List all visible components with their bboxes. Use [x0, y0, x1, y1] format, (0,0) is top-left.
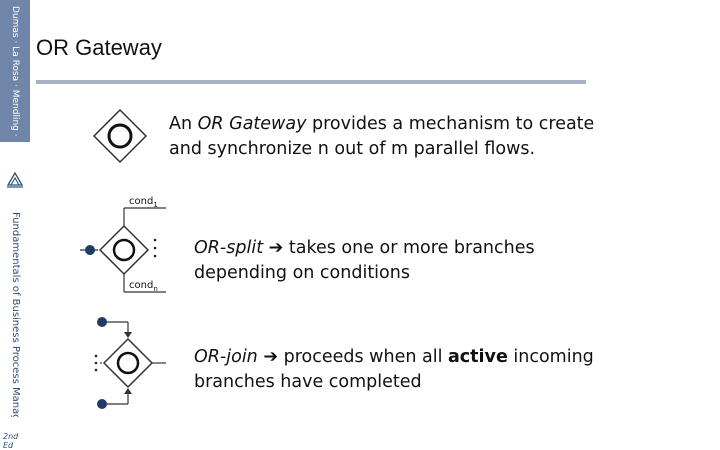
slide-title: OR Gateway — [36, 35, 162, 60]
or-join-active: active — [448, 347, 508, 367]
intro-paragraph: An OR Gateway provides a mechanism to cr… — [169, 112, 609, 161]
or-gateway-icon — [92, 108, 148, 164]
or-split-paragraph: OR-split ➔ takes one or more branches de… — [194, 236, 614, 285]
input-dot-icon — [97, 317, 107, 327]
or-split-diagram: cond1 condn — [80, 196, 166, 293]
input-dot-icon — [97, 399, 107, 409]
or-join-middle: proceeds when all — [278, 347, 448, 367]
sidebar: Dumas · La Rosa · Mendling · Reijers Fun… — [0, 0, 30, 450]
cond-1-label: cond1 — [129, 196, 158, 209]
or-split-text: takes one or more branches depending on … — [194, 238, 535, 283]
title-rule — [36, 80, 586, 84]
or-join-text: incoming branches have completed — [194, 347, 594, 392]
cond-n-label: condn — [129, 280, 158, 293]
intro-after: provides a mechanism to create and synch… — [169, 114, 595, 159]
intro-em: OR Gateway — [197, 114, 307, 134]
sidebar-book-title: Fundamentals of Business Process Managem… — [10, 212, 21, 417]
or-join-paragraph: OR-join ➔ proceeds when all active incom… — [194, 345, 614, 394]
logo-icon — [6, 171, 24, 188]
arrow-right-icon: ➔ — [268, 238, 284, 258]
intro-before: An — [169, 114, 198, 134]
sidebar-authors-text: Dumas · La Rosa · Mendling · Reijers — [10, 6, 20, 136]
arrow-right-icon: ➔ — [263, 347, 279, 367]
or-join-term: OR-join — [194, 347, 258, 367]
sidebar-edition: 2nd Ed — [3, 432, 19, 450]
or-join-diagram — [94, 317, 166, 409]
start-dot-icon — [85, 245, 95, 255]
sidebar-authors-band: Dumas · La Rosa · Mendling · Reijers — [0, 0, 30, 142]
or-split-term: OR-split — [194, 238, 264, 258]
